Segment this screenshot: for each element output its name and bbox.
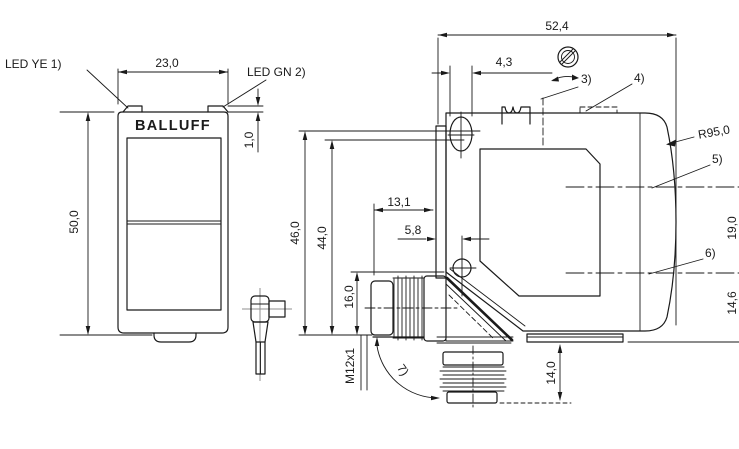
cable-connector-icon	[242, 288, 292, 381]
led-yellow-callout: LED YE 1)	[5, 57, 129, 109]
front-view: BALLUFF 23,0 50,0 1,0 LED YE 1)	[5, 56, 306, 343]
dimension-face-to-bracket: 13,1	[373, 195, 434, 276]
connector-icon-taper	[252, 321, 269, 343]
connector-icon-centerlines	[242, 288, 292, 381]
front-bottom-tab	[153, 332, 197, 343]
dim-axis-spacing-text: 19,0	[725, 216, 739, 240]
ref-axis-upper-text: 5)	[712, 152, 723, 166]
dimension-connector-height: 16,0	[342, 271, 445, 391]
front-housing-outline	[117, 111, 229, 334]
connector-icon-side	[268, 300, 286, 318]
dimension-height-to-hole: 44,0	[315, 139, 465, 335]
dim-connector-length-text: 14,0	[544, 361, 558, 385]
thread-label: M12x1	[343, 348, 357, 384]
dimension-slot-width: 4,3	[431, 55, 553, 117]
chamfer-inner-edge	[449, 268, 526, 327]
rotation-indicator: 7)	[374, 337, 440, 401]
led-yellow-window	[122, 105, 143, 113]
dim-slot-width-text: 4,3	[496, 55, 513, 69]
ref-rotation-text: 7)	[394, 362, 412, 379]
dimension-led-height: 1,0	[227, 88, 264, 153]
label-plate-dashed	[579, 106, 618, 114]
led-yellow-leader	[86, 69, 129, 109]
dimension-front-height: 50,0	[59, 111, 153, 336]
dim-front-height-text: 50,0	[67, 210, 81, 234]
led-green-window	[207, 105, 229, 113]
dim-led-height-text: 1,0	[242, 131, 256, 148]
mounting-bracket-strip	[435, 125, 447, 279]
side-view: 7) 3) 4) R95,0 5)	[288, 19, 739, 411]
label-plate-callout: 4)	[585, 71, 645, 112]
dim-front-width-text: 23,0	[155, 56, 179, 70]
axis-lower-callout: 6)	[648, 246, 716, 275]
ref-label-plate-text: 4)	[634, 71, 645, 85]
dim-axis-to-bottom-text: 14,6	[725, 291, 739, 315]
adjuster-screw-symbol: 3)	[540, 46, 592, 146]
axis-upper-callout: 5)	[651, 152, 723, 189]
dim-height-to-hole-text: 44,0	[315, 226, 329, 250]
dim-height-to-slot-text: 46,0	[288, 221, 302, 245]
m12-connector-horizontal	[364, 275, 459, 342]
m12-flange	[423, 275, 447, 342]
dimension-overall-depth: 52,4	[437, 19, 677, 326]
dim-front-radius-text: R95,0	[697, 122, 731, 141]
ref-adjuster-text: 3)	[581, 72, 592, 86]
dim-overall-depth-text: 52,4	[545, 19, 569, 33]
brand-logo: BALLUFF	[135, 118, 211, 134]
led-yellow-label: LED YE 1)	[5, 57, 61, 71]
ref-axis-lower-text: 6)	[705, 246, 716, 260]
bottom-foot	[526, 333, 624, 343]
top-clip	[501, 106, 531, 125]
led-green-label: LED GN 2)	[247, 65, 306, 79]
dimension-connector-length: 14,0	[544, 344, 563, 401]
front-window-divider	[126, 220, 222, 225]
dim-face-to-bracket-text: 13,1	[387, 195, 411, 209]
dim-connector-height-text: 16,0	[342, 285, 356, 309]
led-green-leader	[222, 79, 267, 108]
dimension-height-to-slot: 46,0	[288, 130, 481, 336]
led-green-callout: LED GN 2)	[222, 65, 306, 108]
dim-hole-center-offset-text: 5,8	[405, 223, 422, 237]
dimension-hole-center-offset: 5,8	[397, 223, 490, 242]
side-optical-window	[479, 148, 601, 297]
dimension-front-width: 23,0	[117, 56, 229, 105]
m12-rotated-cap	[446, 391, 498, 404]
m12-connector-rotated	[439, 345, 572, 411]
front-radius-callout: R95,0	[666, 122, 731, 147]
